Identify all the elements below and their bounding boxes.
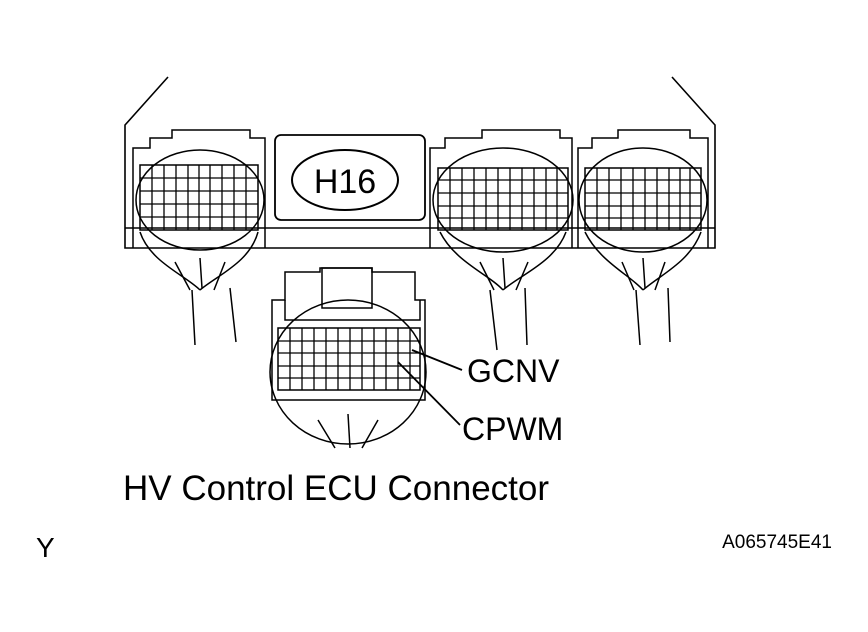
corner-mark: Y xyxy=(36,532,55,563)
pin-leaders xyxy=(397,349,463,426)
connector-code-plate: H16 xyxy=(274,134,426,221)
figure-id: A065745E41 xyxy=(722,532,832,553)
pin-label-gcnv: GCNV xyxy=(467,353,560,389)
pin-label-cpwm: CPWM xyxy=(462,411,563,447)
ecu-housing xyxy=(124,76,716,249)
connector-code-label: H16 xyxy=(314,163,376,201)
gcnv-leader-line xyxy=(411,349,463,371)
cpwm-leader-line xyxy=(397,361,461,426)
diagram-caption: HV Control ECU Connector xyxy=(123,469,549,508)
ecu-connector-1 xyxy=(132,129,266,346)
front-connector xyxy=(269,267,427,449)
ecu-connector-3 xyxy=(429,129,574,351)
ecu-connector-4 xyxy=(577,129,709,346)
